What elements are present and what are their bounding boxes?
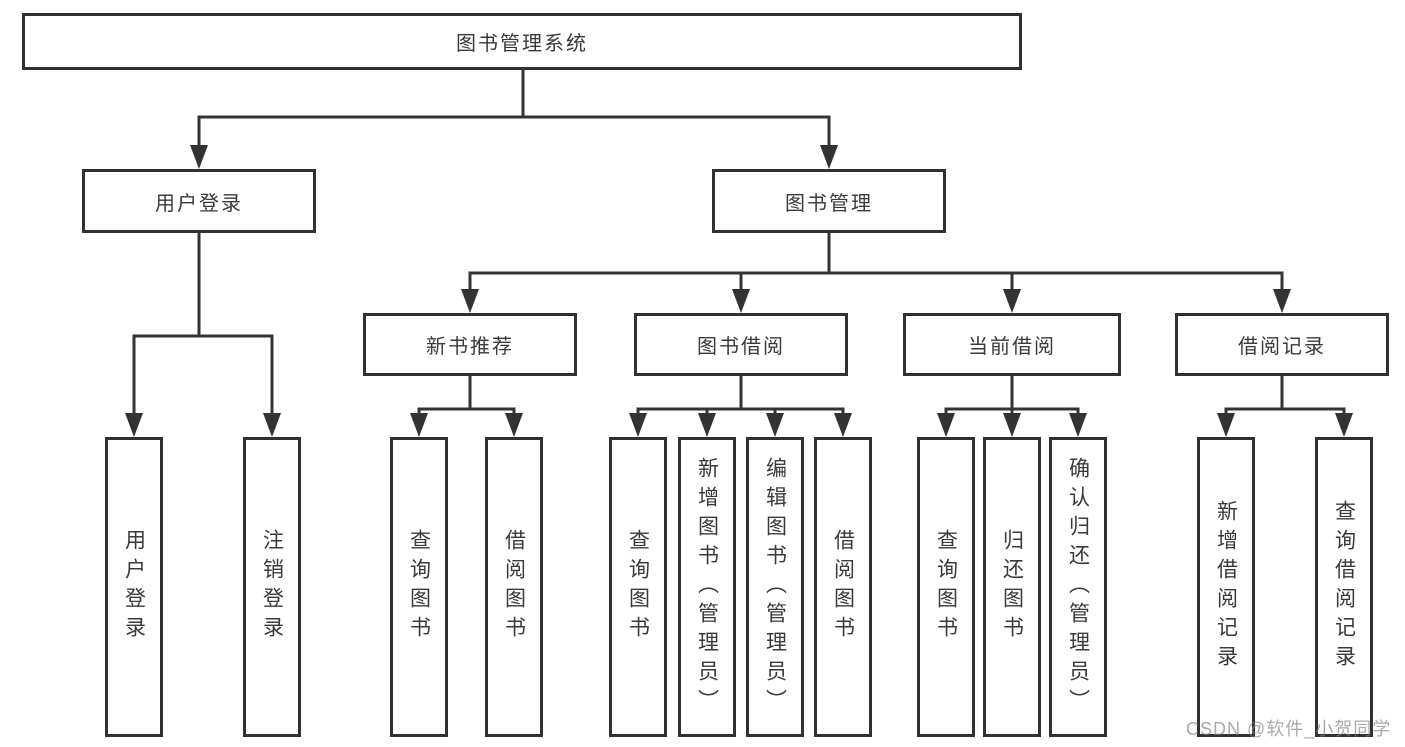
leaf-return-books: 归还图书 [983,437,1041,737]
leaf-query-books-borrowing-label: 查询图书 [626,529,650,645]
leaf-add-borrow-record-label: 新增借阅记录 [1214,500,1238,674]
node-book-management-label: 图书管理 [785,192,873,215]
leaf-confirm-return-admin: 确认归还（管理员） [1049,437,1107,737]
node-borrowing-records: 借阅记录 [1175,313,1389,376]
node-book-borrowing: 图书借阅 [634,313,848,376]
leaf-logout-label: 注销登录 [260,529,284,645]
leaf-return-books-label: 归还图书 [1000,529,1024,645]
leaf-query-books-current-label: 查询图书 [934,529,958,645]
node-root: 图书管理系统 [22,13,1022,70]
leaf-borrow-books-borrowing: 借阅图书 [814,437,872,737]
leaf-borrow-books-recommend: 借阅图书 [485,437,543,737]
node-user-login: 用户登录 [82,169,316,233]
node-new-book-recommend: 新书推荐 [363,313,577,376]
leaf-add-books-admin: 新增图书（管理员） [678,437,736,737]
node-book-management: 图书管理 [712,169,946,233]
leaf-borrow-books-recommend-label: 借阅图书 [502,529,526,645]
node-root-label: 图书管理系统 [456,33,588,55]
node-user-login-label: 用户登录 [155,192,243,215]
node-current-borrowing-label: 当前借阅 [968,336,1056,358]
leaf-borrow-books-borrowing-label: 借阅图书 [831,529,855,645]
leaf-query-books-current: 查询图书 [917,437,975,737]
leaf-user-login: 用户登录 [105,437,163,737]
node-new-book-recommend-label: 新书推荐 [426,336,514,358]
leaf-query-borrow-record: 查询借阅记录 [1315,437,1373,737]
leaf-logout: 注销登录 [243,437,301,737]
node-current-borrowing: 当前借阅 [903,313,1121,376]
arrowheads [125,145,1353,437]
leaf-user-login-label: 用户登录 [122,529,146,645]
leaf-query-books-borrowing: 查询图书 [609,437,667,737]
node-borrowing-records-label: 借阅记录 [1238,336,1326,358]
leaf-confirm-return-admin-label: 确认归还（管理员） [1066,456,1090,718]
leaf-add-books-admin-label: 新增图书（管理员） [695,456,719,718]
leaf-add-borrow-record: 新增借阅记录 [1197,437,1255,737]
csdn-watermark: CSDN @软件_小贺同学 [1186,719,1392,739]
leaf-edit-books-admin-label: 编辑图书（管理员） [763,456,787,718]
leaf-edit-books-admin: 编辑图书（管理员） [746,437,804,737]
node-book-borrowing-label: 图书借阅 [697,336,785,358]
leaf-query-borrow-record-label: 查询借阅记录 [1332,500,1356,674]
leaf-query-books-recommend-label: 查询图书 [407,529,431,645]
leaf-query-books-recommend: 查询图书 [390,437,448,737]
